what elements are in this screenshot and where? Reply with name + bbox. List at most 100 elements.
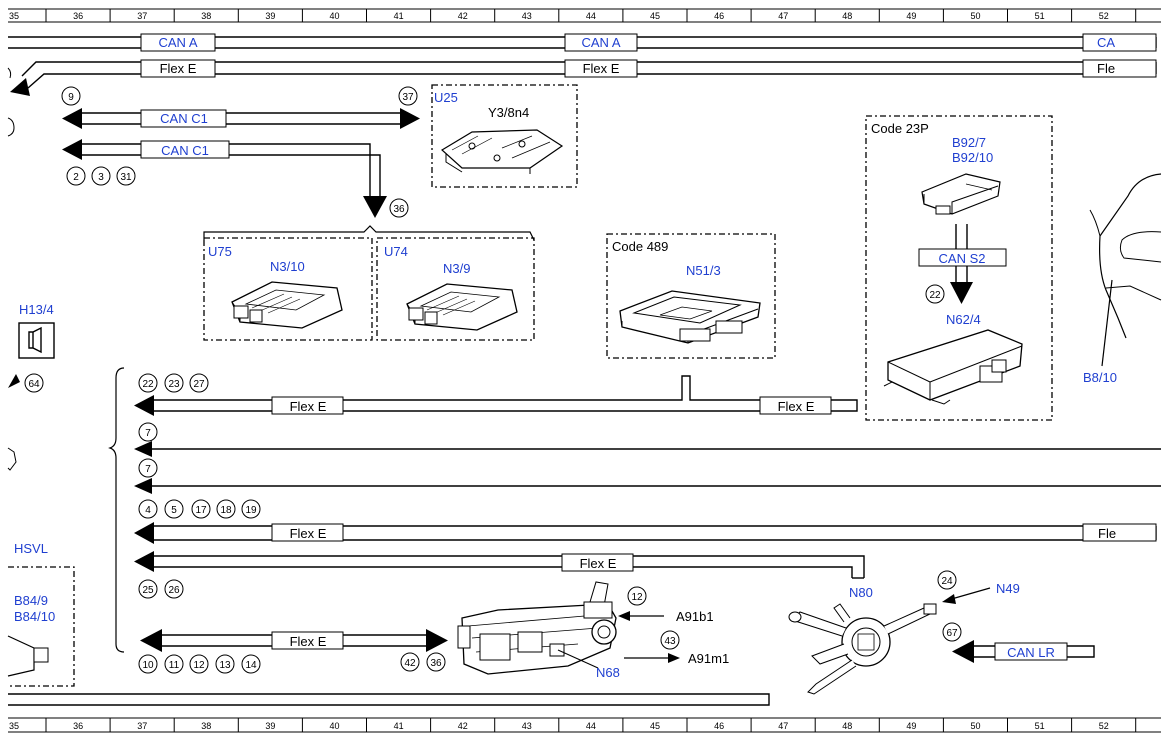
u25-module: U25 Y3/8n4 bbox=[431, 84, 578, 188]
bottom-ruler-number: 49 bbox=[906, 721, 916, 731]
n80-label: N80 bbox=[849, 585, 873, 600]
a91m1-label: A91m1 bbox=[688, 651, 729, 666]
svg-text:31: 31 bbox=[120, 172, 132, 183]
bottom-ruler-number: 52 bbox=[1099, 721, 1109, 731]
ref-circle: 27 bbox=[189, 373, 209, 393]
bottom-ruler-number: 39 bbox=[265, 721, 275, 731]
brace-top bbox=[203, 225, 535, 241]
can-lr-bus: CAN LR bbox=[952, 640, 1095, 663]
svg-text:9: 9 bbox=[68, 92, 74, 103]
n62-4-label: N62/4 bbox=[946, 312, 981, 327]
bottom-ruler-number: 48 bbox=[842, 721, 852, 731]
top-ruler-number: 41 bbox=[394, 11, 404, 21]
reference-circles: 9 37 2 3 31 36 22 64 22 23 27 7 7 4 5 17… bbox=[24, 86, 962, 674]
svg-text:10: 10 bbox=[142, 660, 154, 671]
svg-text:14: 14 bbox=[245, 660, 257, 671]
ref-circle: 9 bbox=[61, 86, 81, 106]
ref-circle: 10 bbox=[138, 654, 158, 674]
flex-e-top-label-1: Flex E bbox=[160, 61, 197, 76]
top-ruler-number: 49 bbox=[906, 11, 916, 21]
top-ruler-number: 46 bbox=[714, 11, 724, 21]
hsvl-label: HSVL bbox=[14, 541, 48, 556]
h13-4-label: H13/4 bbox=[19, 302, 54, 317]
ref-circle: 42 bbox=[400, 652, 420, 672]
b92-7-label: B92/7 bbox=[952, 135, 986, 150]
top-ruler-number: 45 bbox=[650, 11, 660, 21]
n3-9-label: N3/9 bbox=[443, 261, 470, 276]
ref-circle: 67 bbox=[942, 622, 962, 642]
ref-circle: 26 bbox=[164, 579, 184, 599]
n68-steering-column: N68 A91b1 A91m1 bbox=[457, 581, 729, 680]
b8-10-car: B8/10 bbox=[1083, 173, 1162, 385]
svg-text:25: 25 bbox=[142, 585, 154, 596]
top-ruler-number: 35 bbox=[9, 11, 19, 21]
top-ruler-number: 51 bbox=[1035, 11, 1045, 21]
u75-module: U75 N3/10 bbox=[203, 237, 373, 341]
ref-circle: 43 bbox=[660, 630, 680, 650]
bottom-ruler-number: 41 bbox=[394, 721, 404, 731]
flex-e-row1-label-2: Flex E bbox=[778, 399, 815, 414]
flex-e-top-label-3: Fle bbox=[1097, 61, 1115, 76]
ref-circle: 19 bbox=[241, 499, 261, 519]
top-ruler-number: 50 bbox=[970, 11, 980, 21]
n62-4-module: Code 23P B92/7 B92/10 CAN S2 N62/4 bbox=[865, 115, 1053, 421]
flex-e-row-4: Flex E bbox=[140, 629, 448, 652]
ref-circle: 5 bbox=[164, 499, 184, 519]
top-ruler-number: 39 bbox=[265, 11, 275, 21]
svg-text:18: 18 bbox=[220, 505, 232, 516]
can-c1-bus-upper: CAN C1 bbox=[62, 108, 420, 129]
ref-circle: 36 bbox=[426, 652, 446, 672]
ref-circle: 4 bbox=[138, 499, 158, 519]
bottom-ruler-number: 43 bbox=[522, 721, 532, 731]
svg-text:19: 19 bbox=[245, 505, 257, 516]
code-489-label: Code 489 bbox=[612, 239, 668, 254]
svg-text:37: 37 bbox=[402, 92, 414, 103]
n51-3-label: N51/3 bbox=[686, 263, 721, 278]
ref-circle: 31 bbox=[116, 166, 136, 186]
can-lr-label: CAN LR bbox=[1007, 645, 1055, 660]
svg-text:17: 17 bbox=[195, 505, 207, 516]
top-ruler-number: 37 bbox=[137, 11, 147, 21]
top-ruler-number: 42 bbox=[458, 11, 468, 21]
ref-circle: 12 bbox=[189, 654, 209, 674]
flex-e-row-2: Flex E Fle bbox=[134, 522, 1157, 544]
line-7-a bbox=[134, 441, 1161, 457]
flex-e-row2-label-1: Flex E bbox=[290, 526, 327, 541]
ref-circle: 7 bbox=[138, 422, 158, 442]
top-ruler-number: 38 bbox=[201, 11, 211, 21]
ref-circle: 7 bbox=[138, 458, 158, 478]
ref-circle: 18 bbox=[216, 499, 236, 519]
ref-circle: 22 bbox=[138, 373, 158, 393]
b84-10-label: B84/10 bbox=[14, 609, 55, 624]
bottom-ruler-number: 44 bbox=[586, 721, 596, 731]
flex-e-row4-label: Flex E bbox=[290, 634, 327, 649]
h13-4-speaker: H13/4 bbox=[8, 302, 55, 388]
svg-text:67: 67 bbox=[946, 628, 958, 639]
svg-text:22: 22 bbox=[142, 379, 154, 390]
can-c1-label-1: CAN C1 bbox=[160, 111, 208, 126]
b84-9-label: B84/9 bbox=[14, 593, 48, 608]
ref-circle: 3 bbox=[91, 166, 111, 186]
svg-text:7: 7 bbox=[145, 464, 151, 475]
n51-3-module: Code 489 N51/3 bbox=[606, 233, 776, 359]
bottom-ruler-number: 36 bbox=[73, 721, 83, 731]
svg-text:5: 5 bbox=[171, 505, 177, 516]
flex-e-row2-label-2: Fle bbox=[1098, 526, 1116, 541]
line-7-b bbox=[134, 478, 1161, 494]
ref-circle: 22 bbox=[925, 284, 945, 304]
can-c1-bus-lower: CAN C1 bbox=[62, 139, 387, 218]
can-c1-label-2: CAN C1 bbox=[161, 143, 209, 158]
bottom-ruler-number: 47 bbox=[778, 721, 788, 731]
hsvl-module: HSVL B84/9 B84/10 bbox=[7, 541, 75, 687]
left-edge-fragments bbox=[7, 67, 17, 471]
flex-e-row1-label-1: Flex E bbox=[290, 399, 327, 414]
bottom-ruler-number: 35 bbox=[9, 721, 19, 731]
svg-text:42: 42 bbox=[404, 658, 416, 669]
svg-text:64: 64 bbox=[28, 379, 40, 390]
can-a-label-3: CA bbox=[1097, 35, 1115, 50]
a91b1-label: A91b1 bbox=[676, 609, 714, 624]
flex-e-row-1: Flex E Flex E bbox=[134, 375, 858, 416]
bottom-ruler-number: 46 bbox=[714, 721, 724, 731]
svg-text:22: 22 bbox=[929, 290, 941, 301]
